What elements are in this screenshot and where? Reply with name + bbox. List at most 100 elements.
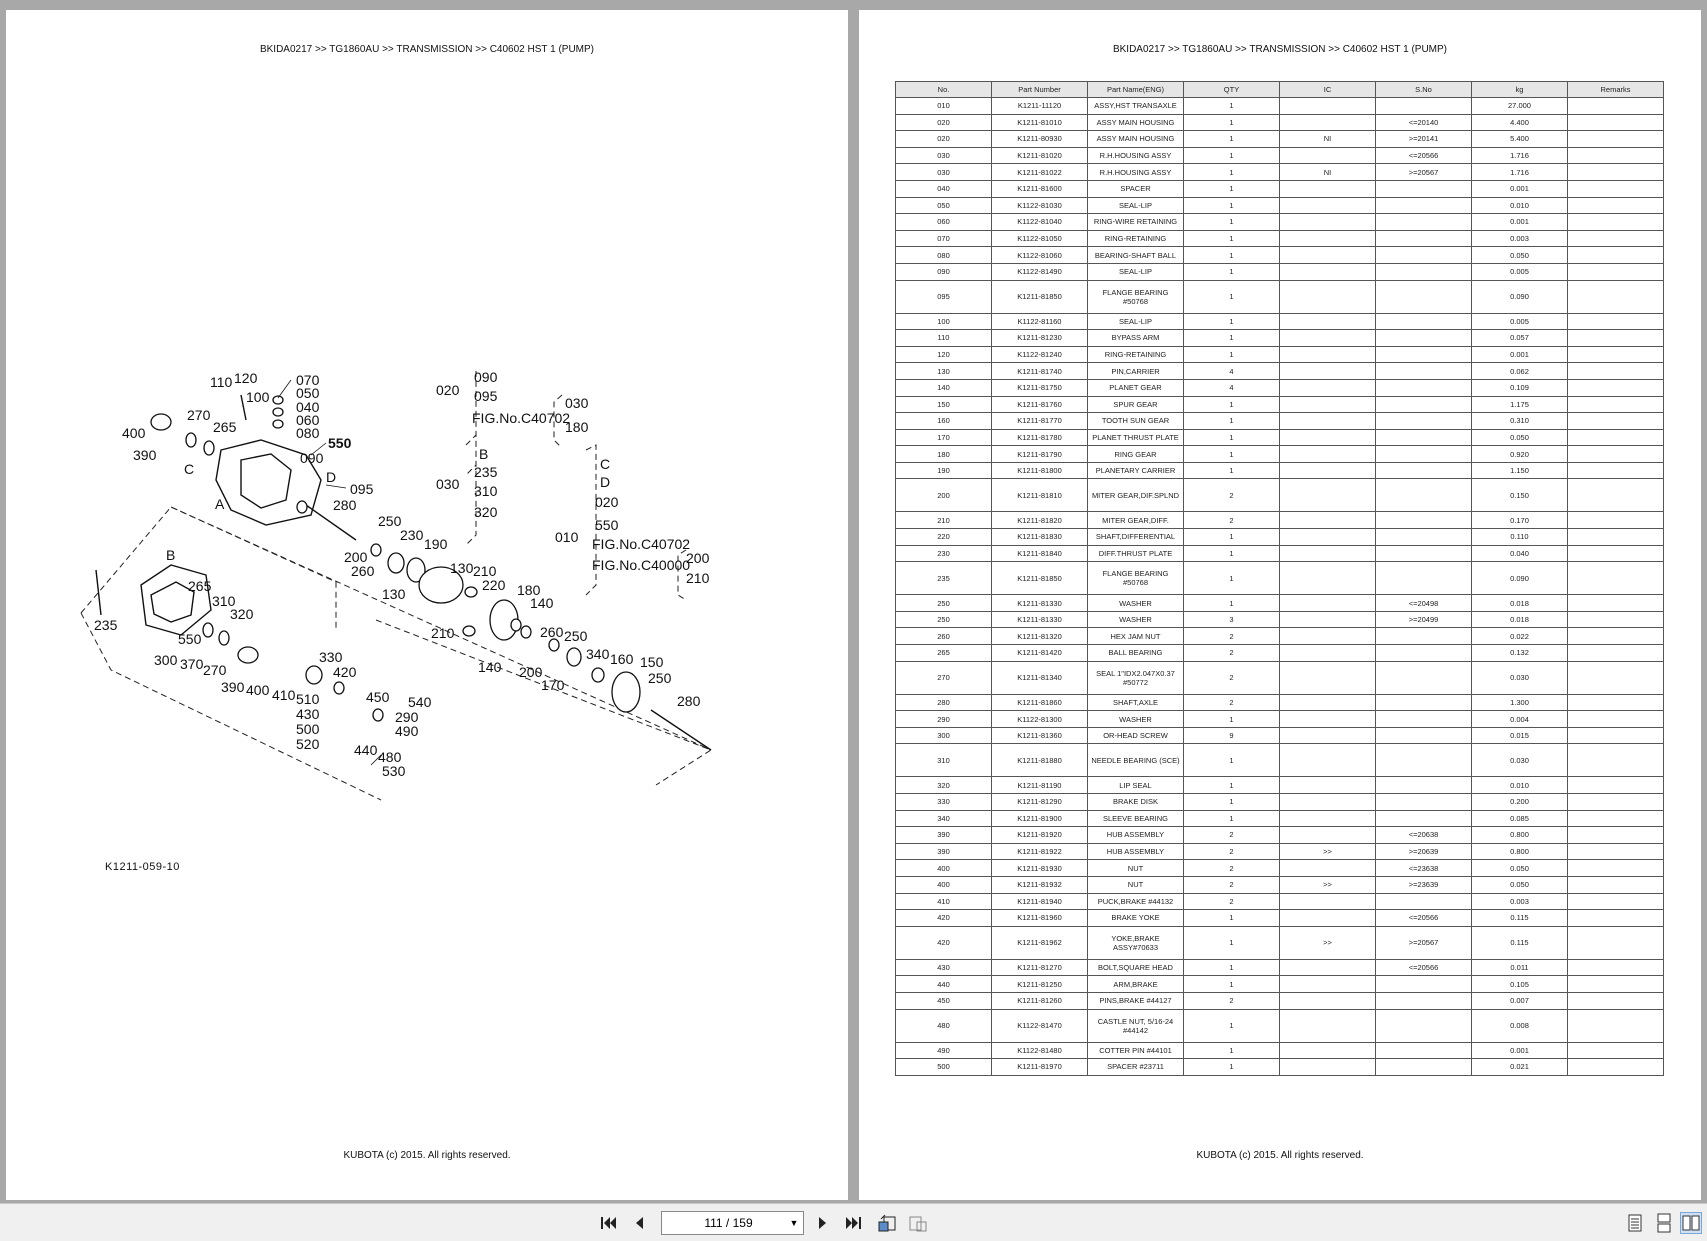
qty-cell: 1 [1183, 958, 1280, 977]
weight-cell: 1.716 [1471, 163, 1568, 181]
part-name-cell: WASHER [1087, 710, 1184, 728]
part-number-cell: K1211-81190 [991, 776, 1088, 794]
part-name-cell: R.H.HOUSING ASSY [1087, 163, 1184, 181]
ic-cell [1279, 561, 1376, 596]
ic-cell [1279, 312, 1376, 331]
part-no-cell: 170 [895, 428, 992, 447]
serial-no-cell [1375, 445, 1472, 463]
previous-page-icon[interactable] [628, 1212, 650, 1234]
serial-no-cell [1375, 561, 1472, 596]
part-number-cell: K1122-81040 [991, 213, 1088, 231]
qty-cell: 2 [1183, 859, 1280, 877]
part-name-cell: NUT [1087, 859, 1184, 877]
qty-cell: 1 [1183, 1041, 1280, 1060]
weight-cell: 0.105 [1471, 975, 1568, 993]
first-page-icon[interactable] [598, 1212, 620, 1234]
remarks-cell [1567, 262, 1664, 281]
chevron-down-icon[interactable]: ▼ [789, 1218, 799, 1228]
remarks-cell [1567, 229, 1664, 248]
part-no-cell: 430 [895, 958, 992, 977]
continuous-view-icon[interactable] [1653, 1212, 1675, 1234]
part-no-cell: 340 [895, 809, 992, 828]
serial-no-cell [1375, 229, 1472, 248]
ic-cell [1279, 958, 1376, 977]
part-name-cell: SHAFT,AXLE [1087, 693, 1184, 712]
right-page: BKIDA0217 >> TG1860AU >> TRANSMISSION >>… [859, 10, 1701, 1200]
ic-cell: NI [1279, 163, 1376, 181]
weight-cell: 0.170 [1471, 511, 1568, 530]
remarks-cell [1567, 875, 1664, 894]
qty-cell: 1 [1183, 428, 1280, 447]
serial-no-cell [1375, 246, 1472, 264]
callout: 010 [555, 529, 579, 545]
remarks-cell [1567, 1058, 1664, 1076]
ic-cell [1279, 892, 1376, 911]
weight-cell: 0.015 [1471, 726, 1568, 745]
remarks-cell [1567, 726, 1664, 745]
weight-cell: 1.300 [1471, 693, 1568, 712]
serial-no-cell [1375, 991, 1472, 1010]
diagram-callouts: 110 120 100 070 050 040 060 080 550 090 … [94, 370, 710, 779]
part-name-cell: SPUR GEAR [1087, 395, 1184, 414]
qty-cell: 1 [1183, 743, 1280, 778]
callout: 210 [473, 563, 497, 579]
part-name-cell: MITER GEAR,DIF.SPLND [1087, 478, 1184, 513]
qty-cell: 1 [1183, 395, 1280, 414]
part-no-cell: 270 [895, 660, 992, 695]
callout: 020 [436, 382, 460, 398]
serial-no-cell [1375, 809, 1472, 828]
rotate-counterclockwise-icon[interactable] [876, 1212, 898, 1234]
qty-cell: 1 [1183, 179, 1280, 198]
remarks-cell [1567, 842, 1664, 861]
weight-cell: 0.021 [1471, 1058, 1568, 1076]
part-number-cell: K1122-81030 [991, 196, 1088, 215]
callout: 410 [272, 687, 296, 703]
part-no-cell: 290 [895, 710, 992, 728]
callout: 150 [640, 654, 664, 670]
part-name-cell: BRAKE YOKE [1087, 909, 1184, 927]
part-name-cell: ASSY,HST TRANSAXLE [1087, 97, 1184, 115]
callout: 270 [187, 407, 211, 423]
ic-cell [1279, 660, 1376, 695]
remarks-cell [1567, 511, 1664, 530]
page-number-input[interactable]: 111 / 159 ▼ [661, 1211, 804, 1235]
facing-pages-view-icon[interactable] [1680, 1212, 1702, 1234]
serial-no-cell [1375, 329, 1472, 347]
remarks-cell [1567, 445, 1664, 463]
part-no-cell: 490 [895, 1041, 992, 1060]
next-page-icon[interactable] [812, 1212, 834, 1234]
serial-no-cell: <=20498 [1375, 594, 1472, 612]
callout: 170 [541, 677, 565, 693]
weight-cell: 0.003 [1471, 229, 1568, 248]
part-name-cell: SEAL-LIP [1087, 262, 1184, 281]
ic-cell: >> [1279, 875, 1376, 894]
rotate-clockwise-icon[interactable] [907, 1212, 929, 1234]
single-page-view-icon[interactable] [1624, 1212, 1646, 1234]
callout: 180 [565, 419, 589, 435]
ic-cell [1279, 726, 1376, 745]
part-name-cell: YOKE,BRAKE ASSY#70633 [1087, 925, 1184, 960]
ic-cell [1279, 710, 1376, 728]
remarks-cell [1567, 660, 1664, 695]
callout: 250 [564, 628, 588, 644]
part-no-cell: 120 [895, 345, 992, 364]
callout: 370 [180, 656, 204, 672]
callout: 260 [540, 624, 564, 640]
last-page-icon[interactable] [842, 1212, 864, 1234]
part-name-cell: WASHER [1087, 594, 1184, 612]
ic-cell [1279, 809, 1376, 828]
callout: 540 [408, 694, 432, 710]
